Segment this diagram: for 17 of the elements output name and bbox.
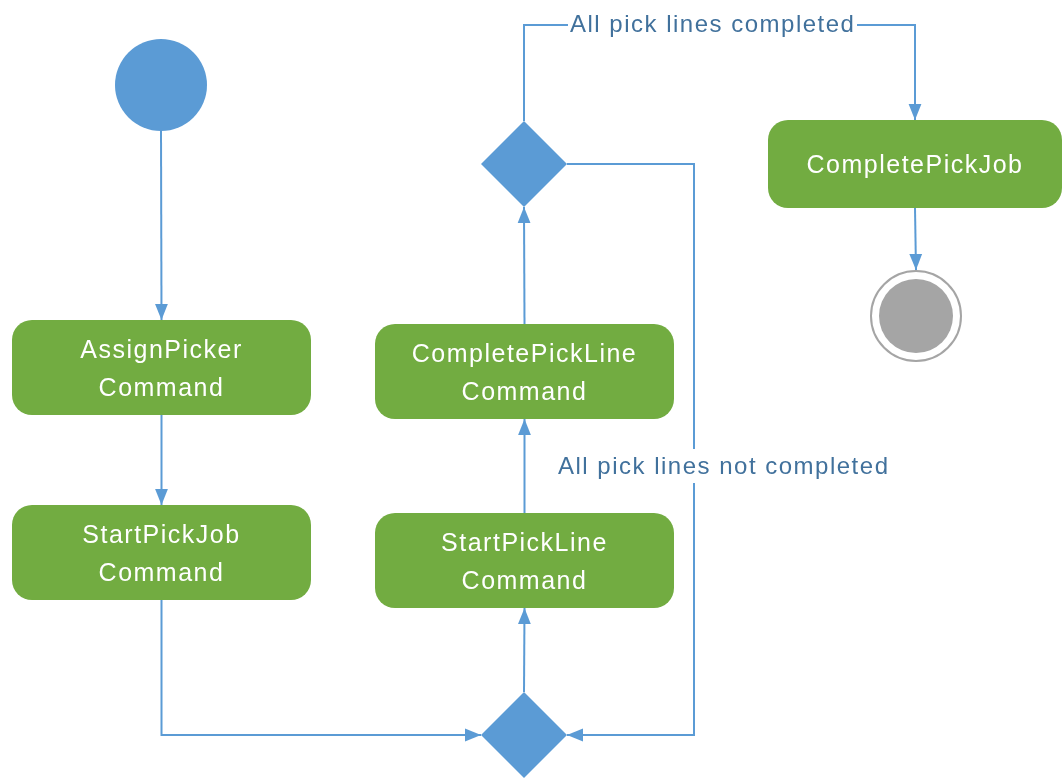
arrow (566, 163, 695, 742)
decision-diamond (481, 121, 567, 207)
action-box: StartPickLine Command (375, 513, 674, 608)
arrow (155, 130, 168, 321)
initial-node (115, 39, 207, 131)
action-box: CompletePickLine Command (375, 324, 674, 419)
arrow (160, 599, 482, 742)
final-node (870, 270, 962, 362)
arrow (517, 206, 531, 325)
action-box: AssignPicker Command (12, 320, 311, 415)
action-box: StartPickJob Command (12, 505, 311, 600)
arrow (155, 414, 168, 506)
arrow (518, 607, 531, 693)
arrow (909, 207, 923, 271)
decision-diamond (481, 692, 567, 778)
action-box: CompletePickJob (768, 120, 1062, 208)
arrow (518, 418, 531, 514)
